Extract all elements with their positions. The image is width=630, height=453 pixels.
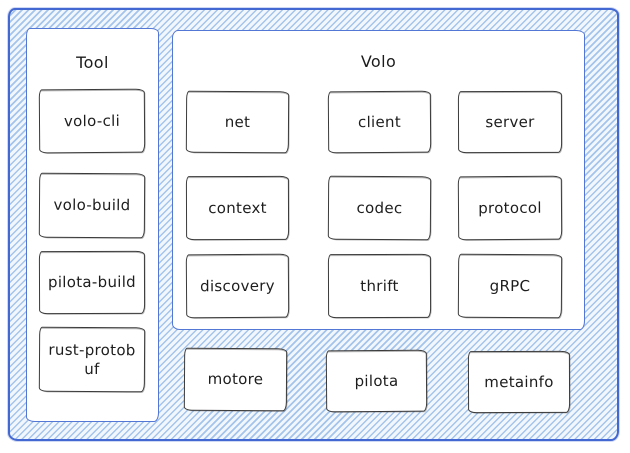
volo-panel-title: Volo (360, 52, 397, 71)
box-server: server (457, 90, 563, 154)
box-volo-build: volo-build (38, 172, 146, 239)
box-discovery: discovery (185, 253, 290, 319)
box-context: context (185, 175, 290, 241)
box-pilota: pilota (325, 349, 428, 413)
box-net: net (185, 90, 290, 154)
box-metainfo: metainfo (467, 350, 571, 414)
box-protocol: protocol (457, 175, 563, 241)
box-rust-protobuf: rust-protob uf (38, 326, 146, 393)
tool-panel-title: Tool (76, 53, 109, 72)
tool-panel: Tool volo-cli volo-build pilota-build ru… (26, 28, 159, 422)
box-codec: codec (327, 175, 432, 241)
box-thrift: thrift (327, 253, 432, 319)
box-pilota-build: pilota-build (38, 250, 146, 315)
volo-panel: Volo net client server context codec pro… (172, 30, 585, 330)
box-client: client (327, 90, 432, 154)
box-volo-cli: volo-cli (38, 88, 146, 154)
box-motore: motore (183, 347, 288, 412)
box-grpc: gRPC (457, 253, 563, 319)
